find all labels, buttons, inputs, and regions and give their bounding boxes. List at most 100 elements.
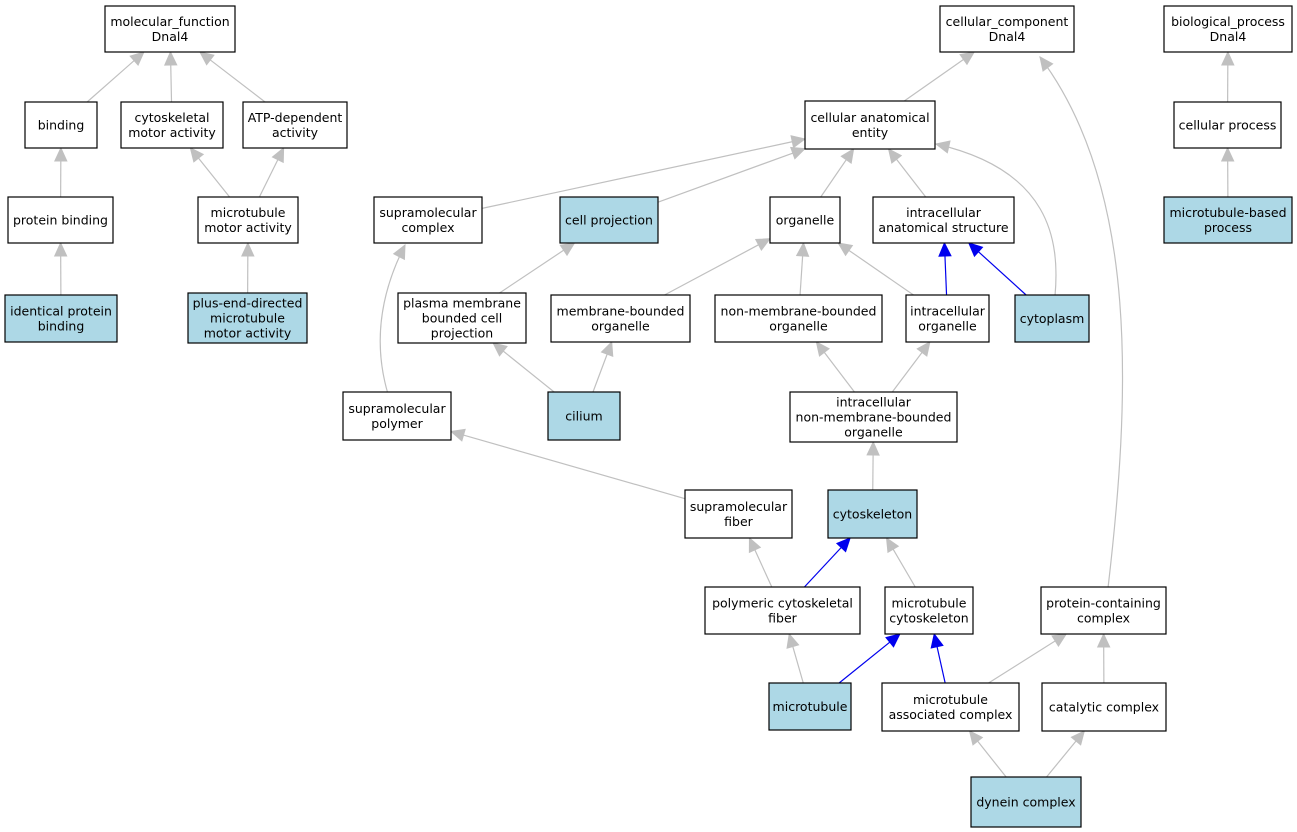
node-box <box>397 292 527 344</box>
edge-cytoskeleton-to-intracellular_nmbo <box>866 440 880 491</box>
node-label-line: complex <box>1077 611 1130 626</box>
node-box <box>104 5 236 53</box>
node-protein-binding[interactable]: protein binding <box>7 196 114 244</box>
node-label-line: cellular process <box>1179 118 1277 133</box>
node-label-line: molecular_function <box>110 14 229 29</box>
node-label-line: plus-end-directed <box>193 296 303 311</box>
edge-atp_dependent-to-mf_root <box>199 51 266 103</box>
node-label-line: organelle <box>769 319 828 334</box>
node-intracellular-nmbo[interactable]: intracellularnon-membrane-boundedorganel… <box>789 391 958 443</box>
node-box <box>559 196 659 244</box>
edge-microtubule_associated_complex-to-protein_containing_complex <box>988 633 1068 684</box>
node-box <box>7 196 114 244</box>
node-box <box>187 292 308 344</box>
edge-microtubule-to-microtubule_cytoskeleton <box>838 633 901 684</box>
node-label-line: organelle <box>591 319 650 334</box>
node-label-line: supramolecular <box>690 499 788 514</box>
edge-layer <box>53 50 1235 778</box>
edge-membrane_bounded_organelle-to-organelle <box>664 238 772 296</box>
node-box <box>881 682 1020 732</box>
node-binding[interactable]: binding <box>24 101 98 149</box>
node-box <box>1040 586 1167 635</box>
edge-supramolecular_complex-to-cellular_anatomical_entity <box>481 135 807 209</box>
node-organelle[interactable]: organelle <box>769 196 841 244</box>
node-box <box>768 682 852 731</box>
edge-catalytic_complex-to-protein_containing_complex <box>1096 632 1111 684</box>
node-label-line: Dnal4 <box>989 29 1026 44</box>
edge-supramolecular_fiber-to-supramolecular_polymer <box>449 428 686 500</box>
node-dynein-complex[interactable]: dynein complex <box>970 776 1082 828</box>
edge-intracellular_anatomical-to-cellular_anatomical_entity <box>887 148 927 198</box>
node-label-line: microtubule <box>211 205 286 220</box>
node-box <box>884 586 974 635</box>
node-box <box>24 101 98 149</box>
node-cytoplasm[interactable]: cytoplasm <box>1014 294 1090 343</box>
node-cytoskeleton[interactable]: cytoskeleton <box>827 489 918 539</box>
node-box <box>550 294 691 343</box>
node-cell-projection[interactable]: cell projection <box>559 196 659 244</box>
node-box <box>373 196 483 244</box>
edge-supramolecular_polymer-to-supramolecular_complex <box>379 243 406 395</box>
node-label-line: microtubule <box>892 596 967 611</box>
node-label-line: motor activity <box>204 220 292 235</box>
node-label-line: intracellular <box>836 395 912 410</box>
node-box <box>1041 682 1167 732</box>
node-label-line: identical protein <box>10 304 112 319</box>
node-cilium[interactable]: cilium <box>547 391 621 441</box>
edge-dynein_complex-to-catalytic_complex <box>1046 730 1086 778</box>
node-box <box>905 294 990 343</box>
node-label-line: biological_process <box>1171 14 1285 29</box>
node-label-line: projection <box>431 326 493 341</box>
node-label-line: organelle <box>918 319 977 334</box>
node-label-line: fiber <box>724 514 753 529</box>
edge-protein_containing_complex-to-cc_root <box>1039 56 1124 589</box>
node-label-line: organelle <box>776 213 835 228</box>
node-box <box>789 391 958 443</box>
node-label-line: binding <box>38 319 85 334</box>
node-box <box>1163 196 1293 244</box>
node-label-line: polymeric cytoskeletal <box>712 596 853 611</box>
edge-cytoskeletal_motor-to-mf_root <box>163 50 178 103</box>
node-label-line: complex <box>402 220 455 235</box>
node-label-line: binding <box>38 118 85 133</box>
node-catalytic-complex[interactable]: catalytic complex <box>1041 682 1167 732</box>
node-microtubule[interactable]: microtubule <box>768 682 852 731</box>
node-label-line: ATP-dependent <box>248 110 343 125</box>
node-label-line: microtubule-based <box>1169 205 1286 220</box>
node-box <box>547 391 621 441</box>
node-label-line: membrane-bounded <box>557 304 685 319</box>
node-box <box>120 101 224 149</box>
node-box <box>4 294 118 343</box>
node-cellular-process[interactable]: cellular process <box>1173 101 1282 149</box>
node-label-line: cellular anatomical <box>810 110 929 125</box>
node-box <box>242 101 348 149</box>
node-label-line: motor activity <box>128 125 216 140</box>
edge-identical_protein_binding-to-protein_binding <box>53 241 68 296</box>
edge-microtubule-to-polymeric_cytoskeletal_fiber <box>786 632 804 684</box>
node-box <box>684 489 793 539</box>
node-label-line: cilium <box>565 409 602 424</box>
